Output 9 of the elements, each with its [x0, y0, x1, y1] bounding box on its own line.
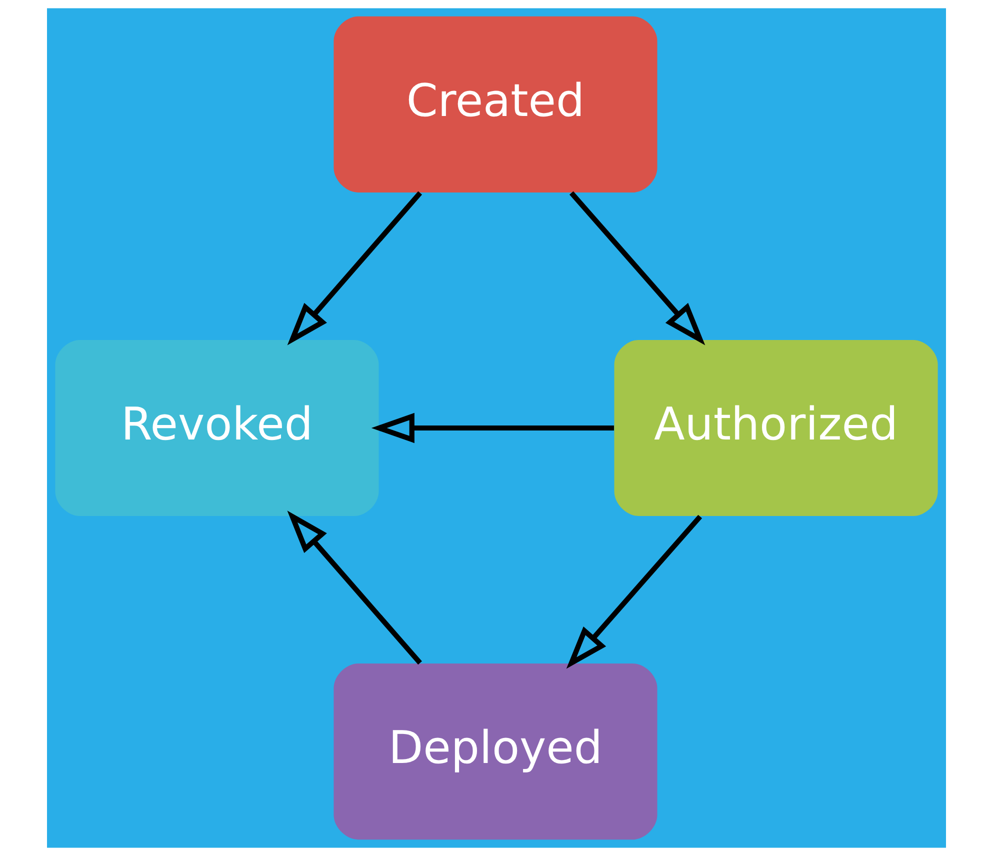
arrow — [371, 412, 614, 444]
node-box: Created — [334, 16, 658, 192]
node-box: Authorized — [614, 340, 938, 516]
arrow — [287, 510, 422, 665]
arrow — [569, 191, 706, 346]
arrow — [287, 191, 422, 346]
node-box: Deployed — [334, 664, 658, 840]
node-box: Revoked — [55, 340, 379, 516]
arrow — [566, 514, 702, 669]
